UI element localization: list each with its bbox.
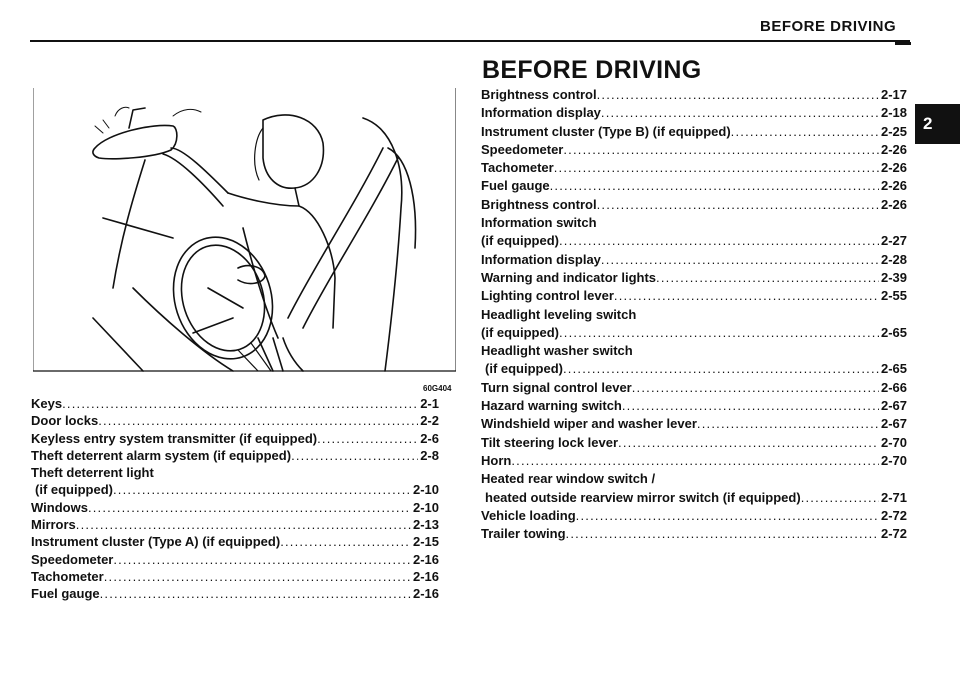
toc-entry[interactable]: Vehicle loading2-72	[481, 508, 907, 526]
toc-entry[interactable]: Brightness control2-26	[481, 197, 907, 215]
toc-entry[interactable]: Brightness control2-17	[481, 87, 907, 105]
toc-entry[interactable]: Turn signal control lever2-66	[481, 380, 907, 398]
toc-entry[interactable]: Trailer towing2-72	[481, 526, 907, 544]
chapter-tab: 2	[915, 104, 960, 144]
toc-entry[interactable]: Warning and indicator lights2-39	[481, 270, 907, 288]
toc-entry[interactable]: (if equipped)2-27	[481, 233, 907, 251]
toc-entry[interactable]: Mirrors2-13	[31, 517, 439, 534]
header-rule-tab	[895, 42, 911, 45]
toc-entry[interactable]: (if equipped)2-65	[481, 325, 907, 343]
toc-entry: Headlight washer switch	[481, 343, 633, 359]
toc-entry[interactable]: Instrument cluster (Type B) (if equipped…	[481, 124, 907, 142]
toc-entry[interactable]: Keys2-1	[31, 396, 439, 413]
toc-entry[interactable]: (if equipped)2-10	[31, 482, 439, 499]
running-header: BEFORE DRIVING	[760, 18, 897, 35]
toc-entry[interactable]: Keyless entry system transmitter (if equ…	[31, 431, 439, 448]
toc-entry[interactable]: heated outside rearview mirror switch (i…	[481, 490, 907, 508]
toc-entry[interactable]: Windows2-10	[31, 500, 439, 517]
figure-code: 60G404	[423, 384, 452, 393]
toc-entry[interactable]: Lighting control lever2-55	[481, 288, 907, 306]
toc-entry[interactable]: Door locks2-2	[31, 413, 439, 430]
toc-entry[interactable]: Information display2-28	[481, 252, 907, 270]
toc-entry: Headlight leveling switch	[481, 306, 637, 322]
toc-entry[interactable]: Instrument cluster (Type A) (if equipped…	[31, 534, 439, 551]
section-title: BEFORE DRIVING	[482, 56, 702, 84]
driver-adjusting-rearview-mirror-illustration	[33, 88, 456, 372]
toc-entry[interactable]: Windshield wiper and washer lever2-67	[481, 416, 907, 434]
toc-entry[interactable]: (if equipped)2-65	[481, 361, 907, 379]
toc-entry[interactable]: Tachometer2-16	[31, 569, 439, 586]
toc-entry[interactable]: Fuel gauge2-16	[31, 586, 439, 603]
toc-entry[interactable]: Tilt steering lock lever2-70	[481, 435, 907, 453]
toc-entry[interactable]: Horn2-70	[481, 453, 907, 471]
header-rule	[30, 40, 910, 42]
toc-left: Keys2-1 Door locks2-2 Keyless entry syst…	[31, 396, 439, 604]
toc-entry: Information switch	[481, 215, 597, 231]
toc-entry[interactable]: Information display2-18	[481, 105, 907, 123]
toc-entry[interactable]: Speedometer2-26	[481, 142, 907, 160]
toc-right: Brightness control2-17 Information displ…	[481, 87, 907, 544]
toc-entry[interactable]: Hazard warning switch2-67	[481, 398, 907, 416]
toc-entry: Theft deterrent light	[31, 465, 154, 481]
toc-entry[interactable]: Theft deterrent alarm system (if equippe…	[31, 448, 439, 465]
toc-entry[interactable]: Tachometer2-26	[481, 160, 907, 178]
toc-entry[interactable]: Fuel gauge2-26	[481, 178, 907, 196]
figure	[33, 88, 456, 381]
toc-entry: Heated rear window switch /	[481, 471, 656, 487]
toc-entry[interactable]: Speedometer2-16	[31, 552, 439, 569]
